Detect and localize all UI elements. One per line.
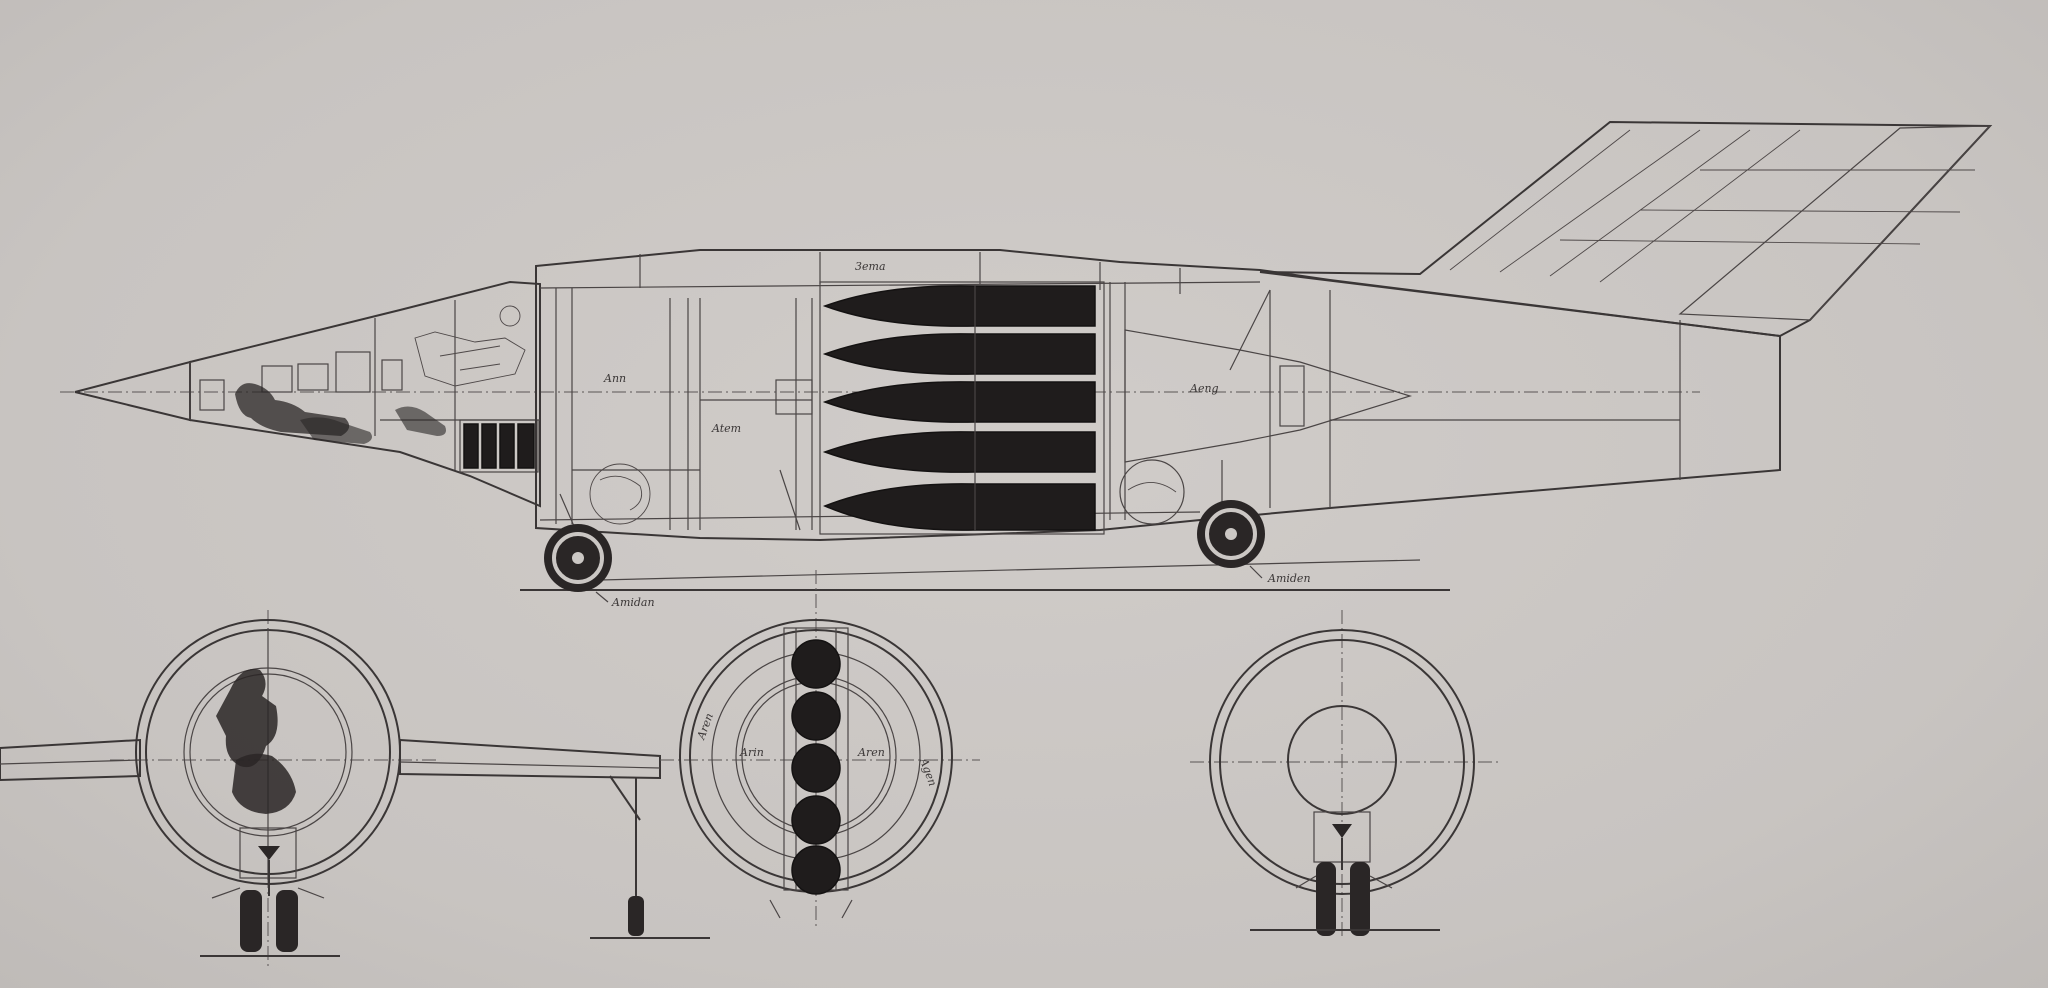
label-engine: Aeng [1189,382,1219,395]
front-view-section-3 [1190,610,1500,940]
front-view-section-1 [0,610,710,970]
label-inner-left: Arin [739,746,764,759]
nose-gear [544,463,651,592]
front-view-section-2: Aren Arin Aren Agen [660,570,980,930]
label-bay-1: Ann [603,372,626,385]
side-view: 3ema Ann Atem Aeng Amiden Amidan [60,120,1993,609]
label-ground-left: Amidan [611,596,655,609]
small-bomb-rack [459,419,539,473]
vertical-tail [1259,120,1993,338]
main-fuselage [535,249,1781,542]
label-inner-right: Aren [857,746,885,759]
label-bay-2: Atem [711,422,741,435]
bomb-bay [819,281,1105,535]
main-gear [1119,459,1265,568]
crew-figures [235,305,526,444]
label-ground-right: Amiden [1267,572,1311,585]
label-top: 3ema [855,260,886,273]
instrument-panels [199,351,403,411]
